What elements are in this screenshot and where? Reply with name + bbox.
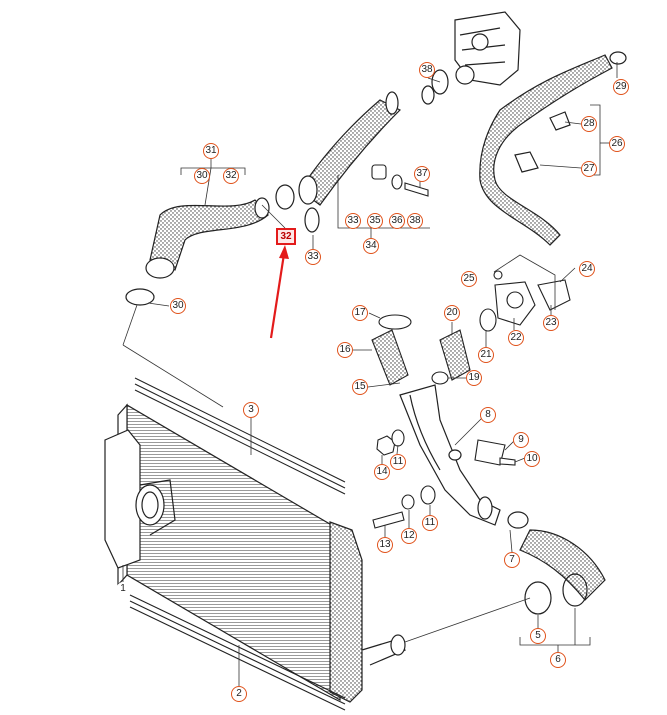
callout-23: 23	[543, 315, 559, 331]
callout-27: 27	[581, 161, 597, 177]
callout-16: 16	[337, 342, 353, 358]
callout-6: 6	[550, 652, 566, 668]
intercooler	[104, 403, 407, 703]
bolt-set	[371, 164, 429, 197]
rail-lower	[129, 594, 346, 711]
callout-30: 30	[194, 168, 210, 184]
callout-25: 25	[461, 271, 477, 287]
callout-21: 21	[478, 347, 494, 363]
callout-22: 22	[508, 330, 524, 346]
callout-15: 15	[352, 379, 368, 395]
callout-7: 7	[504, 552, 520, 568]
callout-34: 34	[363, 238, 379, 254]
callout-38-lower: 38	[407, 213, 423, 229]
callout-10: 10	[524, 451, 540, 467]
callout-13: 13	[377, 537, 393, 553]
callout-8: 8	[480, 407, 496, 423]
callout-2: 2	[231, 686, 247, 702]
flange-assembly	[493, 270, 571, 326]
charge-pipe	[399, 384, 501, 526]
callout-12: 12	[401, 528, 417, 544]
callout-30-lower: 30	[170, 298, 186, 314]
callout-14: 14	[374, 464, 390, 480]
callout-24: 24	[579, 261, 595, 277]
hose-upper-left	[125, 197, 270, 306]
callout-9: 9	[513, 432, 529, 448]
hose-lower-right	[507, 511, 606, 615]
callout-20: 20	[444, 305, 460, 321]
bracket	[474, 439, 516, 466]
pressure-pipe	[275, 85, 435, 233]
turbo-housing	[431, 11, 521, 95]
callout-36: 36	[389, 213, 405, 229]
callout-17: 17	[352, 305, 368, 321]
callout-1: 1	[116, 582, 130, 598]
callout-19: 19	[466, 370, 482, 386]
callout-33: 33	[345, 213, 361, 229]
callout-26: 26	[609, 136, 625, 152]
callout-11-lower: 11	[422, 515, 438, 531]
callout-31: 31	[203, 143, 219, 159]
callout-32: 32	[223, 168, 239, 184]
callout-35: 35	[367, 213, 383, 229]
callout-11: 11	[390, 454, 406, 470]
callout-29: 29	[613, 79, 629, 95]
callout-5: 5	[530, 628, 546, 644]
callout-33-lower: 33	[305, 249, 321, 265]
callout-32-highlighted: 32	[276, 228, 296, 245]
hose-upper-right	[479, 51, 627, 246]
pointer-arrow	[269, 245, 289, 339]
callout-37: 37	[414, 166, 430, 182]
fasteners	[372, 429, 436, 529]
callout-38: 38	[419, 62, 435, 78]
rail-upper	[134, 377, 346, 495]
callout-28: 28	[581, 116, 597, 132]
hose-small	[371, 308, 497, 386]
callout-3: 3	[243, 402, 259, 418]
